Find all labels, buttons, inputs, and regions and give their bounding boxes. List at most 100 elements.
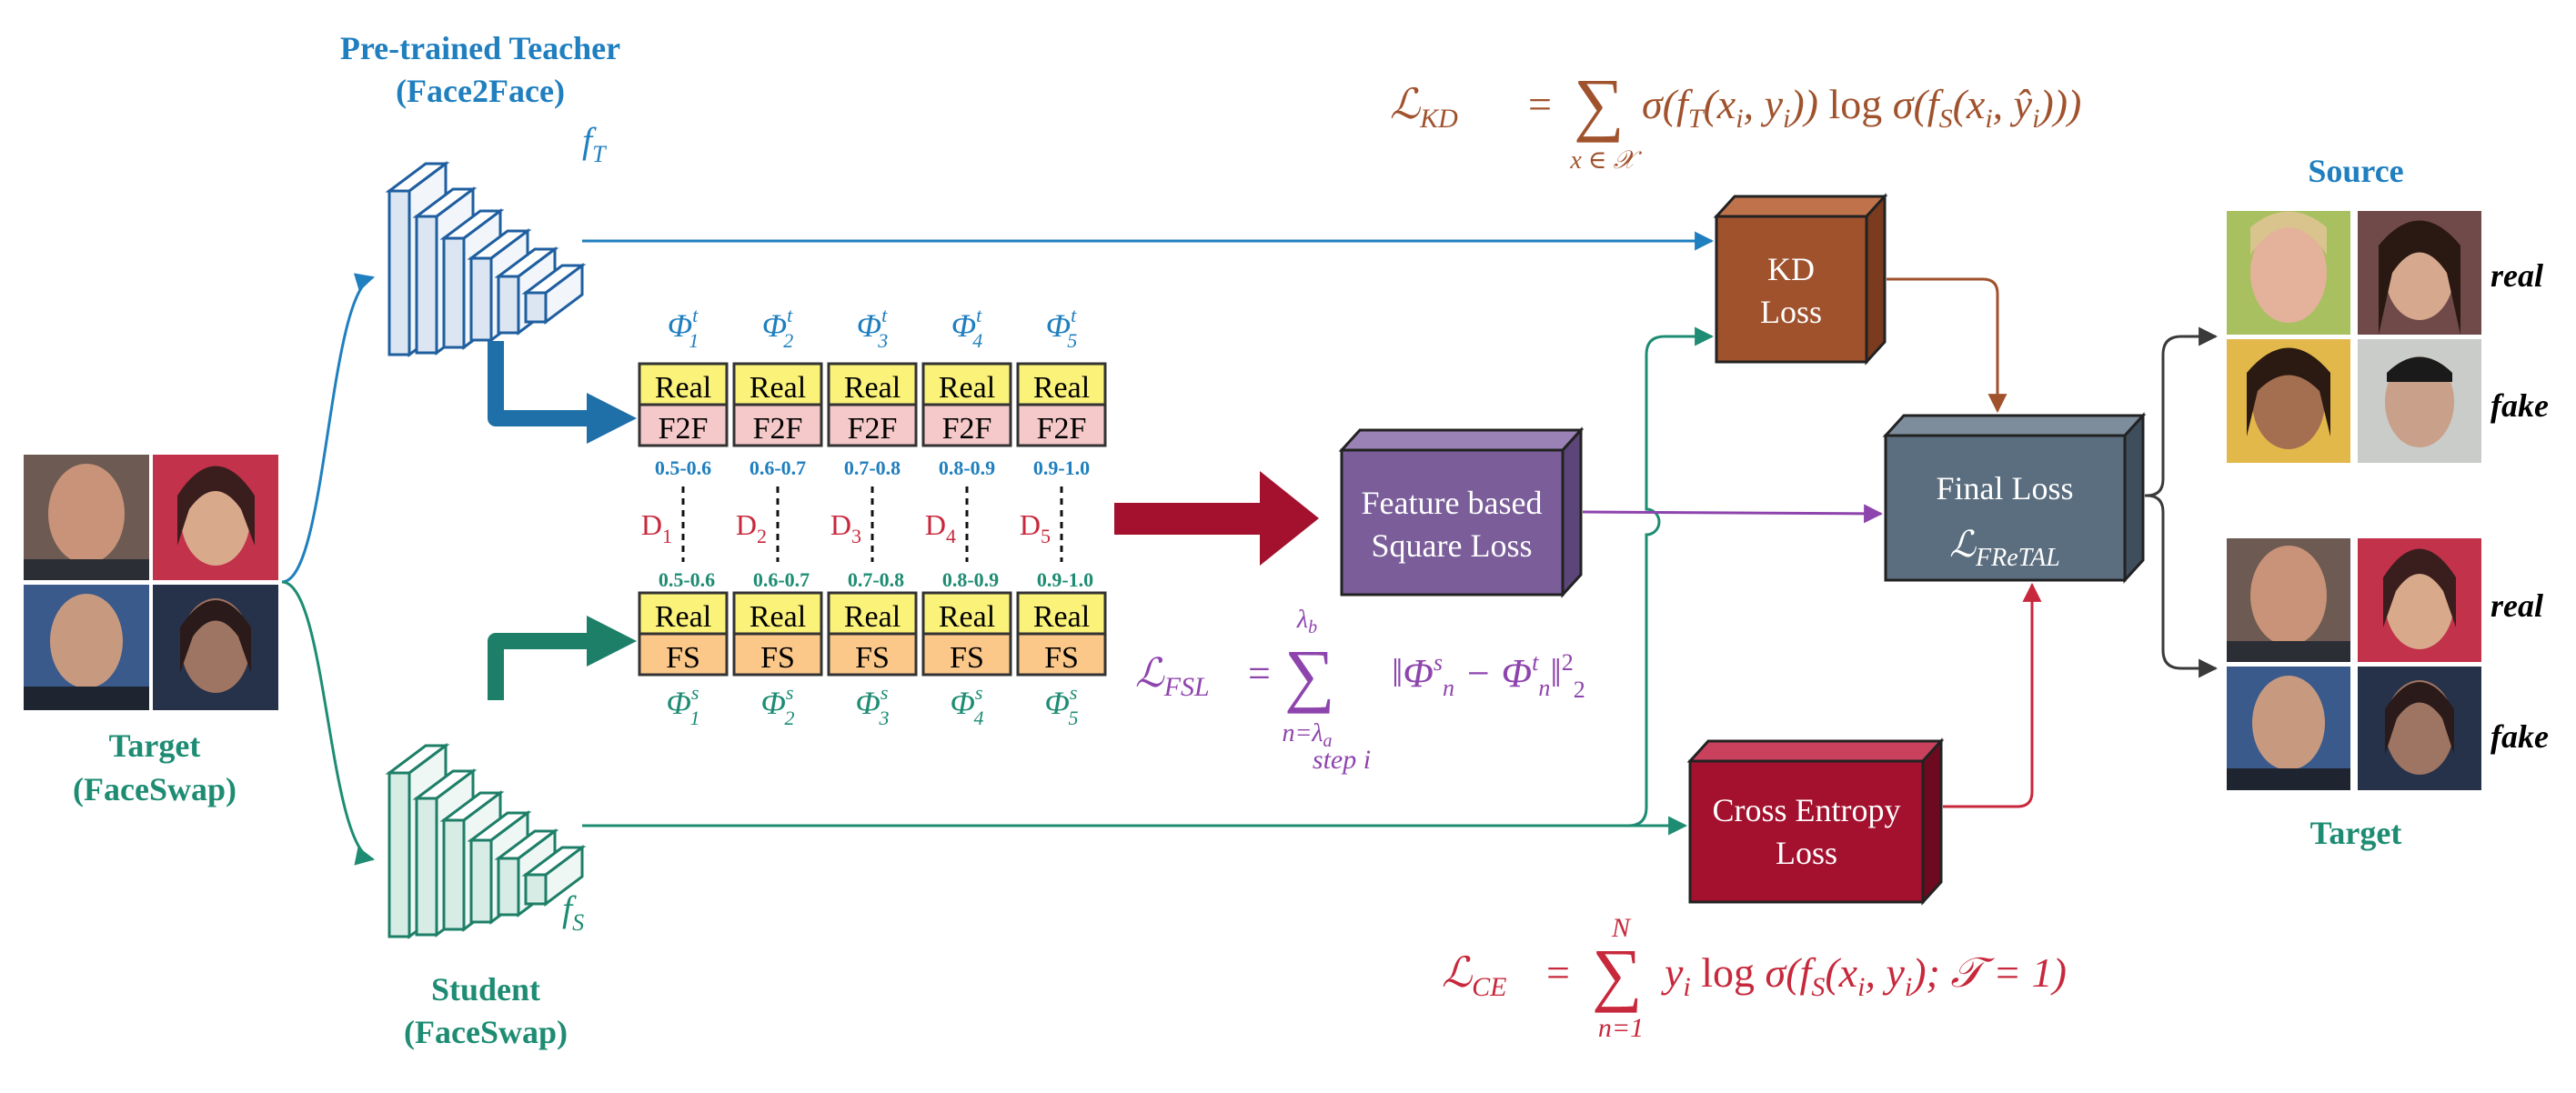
fsl-box-line1: Feature based (1362, 485, 1543, 521)
teacher-f2f-text: F2F (942, 412, 992, 446)
target-fake-label: fake (2490, 718, 2549, 755)
svg-text:n=λa: n=λa (1282, 719, 1332, 751)
target-input-label-line1: Target (109, 727, 201, 764)
final-box-loss: ℒFReTAL (1949, 524, 2060, 572)
svg-text:λb: λb (1296, 606, 1317, 637)
student-real-text: Real (939, 600, 995, 634)
student-feature-arrow (488, 633, 591, 700)
student-real-text: Real (844, 600, 901, 634)
target-face-1 (24, 455, 149, 580)
student-real-text: Real (750, 600, 806, 634)
target-face-3 (24, 585, 149, 710)
target-input-label-line2: (FaceSwap) (73, 771, 236, 807)
feature-square-loss-box: Feature based Square Loss (1338, 426, 1585, 598)
target-output-faces (2227, 538, 2481, 790)
ce-box-line1: Cross Entropy (1713, 792, 1901, 828)
student-range-label: 0.8-0.9 (942, 568, 999, 591)
teacher-real-text: Real (655, 371, 711, 405)
teacher-title-line2: (Face2Face) (396, 73, 565, 109)
target-real-face-1 (2227, 538, 2350, 662)
final-to-target-arrow (2145, 494, 2219, 678)
teacher-f2f-text: F2F (753, 412, 803, 446)
final-box-line1: Final Loss (1936, 470, 2073, 506)
teacher-range-label: 0.8-0.9 (939, 456, 995, 479)
student-title-line2: (FaceSwap) (404, 1014, 568, 1050)
source-real-face-1 (2227, 211, 2350, 335)
distance-label: D2 (736, 508, 767, 547)
source-title: Source (2308, 153, 2403, 189)
svg-text:ℒKD: ℒKD (1390, 81, 1458, 134)
svg-text:∑: ∑ (1574, 64, 1625, 143)
ce-sum-under: n=1 (1598, 1013, 1644, 1043)
fsl-box-line2: Square Loss (1372, 527, 1533, 564)
student-title-line1: Student (431, 971, 540, 1008)
source-fake-face-1 (2227, 339, 2350, 463)
student-to-kd-arrow (1627, 326, 1715, 827)
student-network (385, 743, 587, 939)
ce-sum-over: N (1611, 913, 1632, 943)
target-face-4 (153, 585, 278, 710)
distance-label: D5 (1020, 508, 1051, 547)
target-face-2 (153, 455, 278, 580)
teacher-f2f-text: F2F (848, 412, 898, 446)
kd-box-line2: Loss (1760, 294, 1822, 330)
student-range-label: 0.5-0.6 (659, 568, 715, 591)
distance-label: D4 (925, 508, 956, 547)
ce-to-final-arrow (1943, 582, 2042, 808)
student-real-text: Real (655, 600, 711, 634)
fsl-to-final-arrow (1582, 504, 1884, 524)
student-range-label: 0.7-0.8 (848, 568, 904, 591)
teacher-range-label: 0.6-0.7 (750, 456, 806, 479)
teacher-real-text: Real (750, 371, 806, 405)
target-real-label: real (2490, 587, 2543, 624)
teacher-symbol: fT (582, 120, 607, 167)
target-output-title: Target (2310, 815, 2402, 851)
student-fs-text: FS (1044, 641, 1079, 675)
network-layer (521, 263, 587, 325)
teacher-f2f-text: F2F (659, 412, 709, 446)
svg-text:‖Φsn − Φtn‖22: ‖Φsn − Φtn‖22 (1392, 649, 1585, 703)
svg-text:yi log σ(fS(xi, yi); 𝒯 = 1): yi log σ(fS(xi, yi); 𝒯 = 1) (1661, 949, 2067, 1002)
fsl-sum-under-step: step i (1313, 745, 1371, 775)
kd-sum-under: x ∈ 𝒳 (1569, 146, 1642, 175)
final-to-source-arrow (2145, 326, 2219, 497)
distance-label: D1 (641, 508, 672, 547)
network-layer (521, 845, 587, 907)
svg-text:=: = (1546, 949, 1570, 996)
kd-loss-box: KD Loss (1713, 193, 1888, 366)
student-fs-text: FS (950, 641, 984, 675)
kd-equation: ℒKD = ∑ x ∈ 𝒳 σ(fT(xi, yi)) log σ(fS(xi,… (1390, 64, 2081, 175)
arrow-to-teacher (281, 273, 376, 584)
teacher-real-text: Real (1033, 371, 1090, 405)
student-fs-text: FS (760, 641, 795, 675)
teacher-real-text: Real (939, 371, 995, 405)
teacher-range-label: 0.9-1.0 (1033, 456, 1090, 479)
cross-entropy-loss-box: Cross Entropy Loss (1686, 737, 1945, 906)
ce-box-line2: Loss (1776, 835, 1837, 871)
student-real-text: Real (1033, 600, 1090, 634)
distance-label: D3 (830, 508, 861, 547)
teacher-range-label: 0.7-0.8 (844, 456, 901, 479)
source-faces (2227, 211, 2481, 463)
svg-text:∑: ∑ (1592, 934, 1643, 1013)
teacher-title-line1: Pre-trained Teacher (340, 30, 620, 66)
target-input-grid (24, 455, 278, 710)
student-fs-text: FS (666, 641, 700, 675)
teacher-feature-arrow (488, 341, 591, 426)
target-fake-face-1 (2227, 667, 2350, 790)
